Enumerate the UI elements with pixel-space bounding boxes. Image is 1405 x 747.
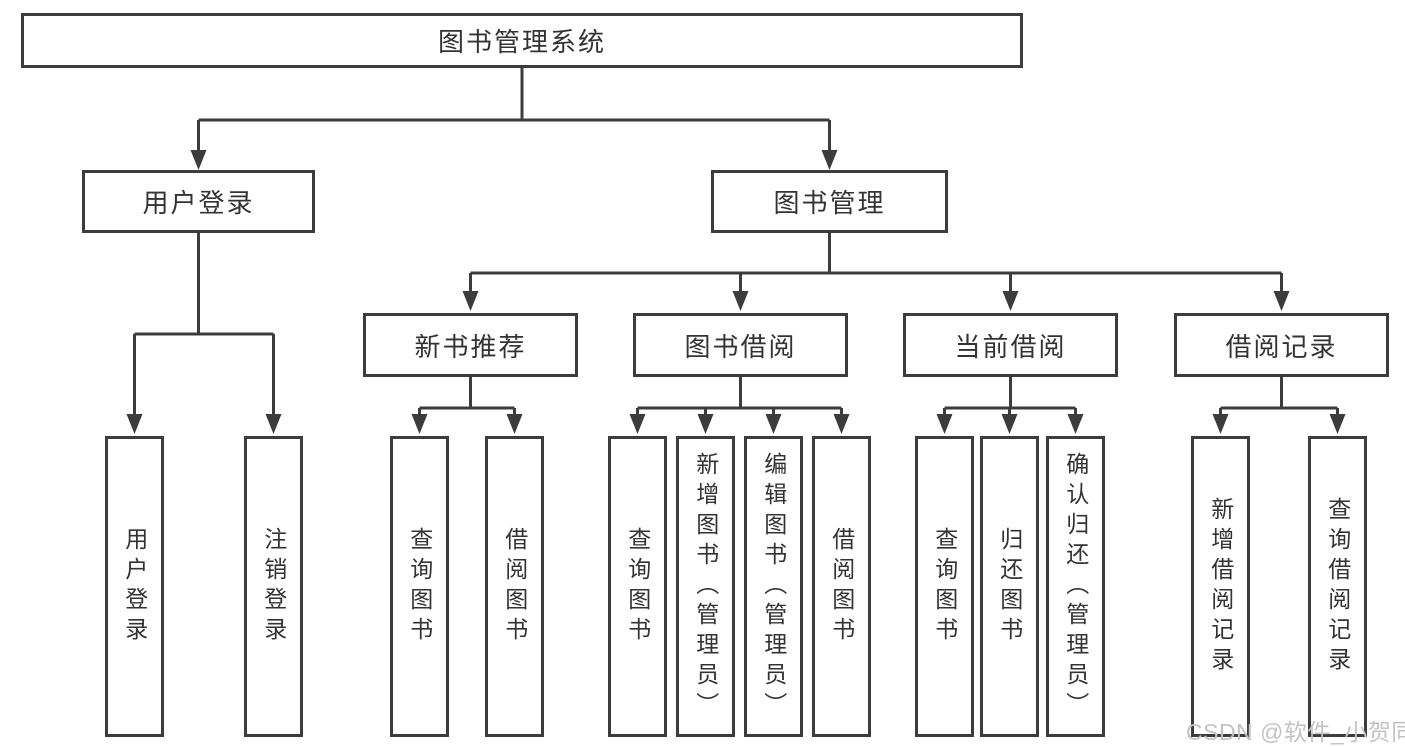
connector-new-book-recommend-to-leaves: [411, 376, 523, 434]
leaf-borrow-books: 借阅图书: [812, 436, 871, 737]
node-label: 当前借阅: [954, 331, 1067, 362]
node-book-borrow: 图书借阅: [633, 313, 848, 377]
leaf-user-login: 用户登录: [105, 436, 164, 737]
leaf-label: 借阅图书: [828, 526, 855, 647]
node-label: 用户登录: [142, 188, 255, 218]
node-label: 图书管理系统: [437, 27, 606, 57]
connector-book-borrow-to-leaves: [629, 376, 850, 434]
leaf-logout: 注销登录: [244, 436, 303, 737]
leaf-label: 查询图书: [931, 526, 958, 647]
node-label: 图书管理: [773, 188, 886, 218]
leaf-label: 新增借阅记录: [1207, 496, 1234, 677]
leaf-label: 查询图书: [406, 526, 433, 647]
leaf-query-borrow-record: 查询借阅记录: [1308, 436, 1367, 737]
leaf-borrow-books: 借阅图书: [485, 436, 544, 737]
leaf-label: 归还图书: [996, 526, 1023, 647]
leaf-confirm-return-admin: 确认归还（管理员）: [1046, 436, 1105, 737]
node-new-book-recommend: 新书推荐: [363, 313, 578, 377]
leaf-label: 注销登录: [260, 526, 287, 647]
leaf-add-books-admin: 新增图书（管理员）: [676, 436, 735, 737]
leaf-label: 确认归还（管理员）: [1062, 451, 1089, 722]
leaf-label: 借阅图书: [501, 526, 528, 647]
connector-borrow-records-to-leaves: [1212, 376, 1346, 434]
node-label: 图书借阅: [684, 331, 797, 362]
leaf-return-books: 归还图书: [980, 436, 1039, 737]
leaf-add-borrow-record: 新增借阅记录: [1191, 436, 1250, 737]
connector-user-login-to-leaves: [126, 233, 282, 434]
leaf-label: 查询借阅记录: [1324, 496, 1351, 677]
node-borrow-records: 借阅记录: [1174, 313, 1389, 377]
node-library-management-system: 图书管理系统: [21, 13, 1023, 68]
connector-book-management-to-level3: [462, 233, 1290, 311]
node-user-login: 用户登录: [82, 170, 315, 233]
leaf-query-books: 查询图书: [390, 436, 449, 737]
leaf-label: 编辑图书（管理员）: [760, 451, 787, 722]
connector-root-to-level2: [190, 68, 838, 170]
node-current-borrow: 当前借阅: [903, 313, 1118, 377]
node-book-management: 图书管理: [711, 170, 948, 233]
leaf-edit-books-admin: 编辑图书（管理员）: [744, 436, 803, 737]
leaf-label: 新增图书（管理员）: [692, 451, 719, 722]
connector-current-borrow-to-leaves: [936, 376, 1084, 434]
leaf-label: 用户登录: [121, 526, 148, 647]
csdn-watermark: CSDN @软件_小贺同学: [1186, 719, 1405, 745]
leaf-query-books: 查询图书: [915, 436, 974, 737]
leaf-query-books: 查询图书: [608, 436, 667, 737]
node-label: 新书推荐: [414, 331, 527, 362]
leaf-label: 查询图书: [624, 526, 651, 647]
node-label: 借阅记录: [1225, 331, 1338, 362]
